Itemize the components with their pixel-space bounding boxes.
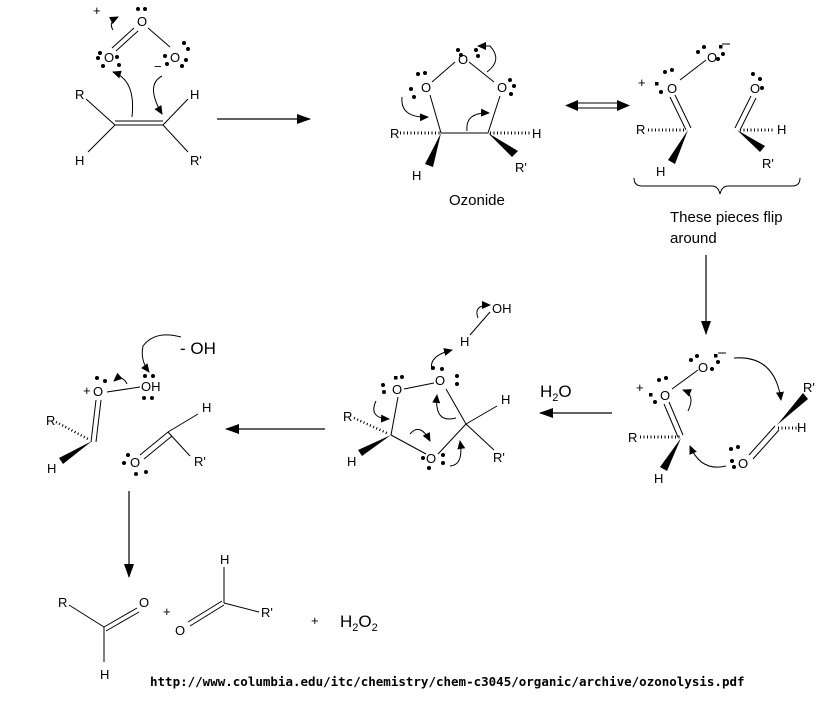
product1-oxygen: O (139, 595, 149, 610)
ozonide-R: R (390, 126, 399, 141)
aldehyde-oxygen: O (738, 456, 748, 471)
adduct-oxygen: O (435, 373, 445, 388)
adduct-H: H (347, 454, 356, 469)
plus-charge: + (93, 3, 101, 18)
curly-arrow (141, 334, 182, 373)
flipped-H: H (797, 420, 806, 435)
carbonyl-oxygen: O (130, 455, 140, 470)
curly-arrow (477, 42, 497, 73)
fragment-H: H (777, 122, 786, 137)
terminal-oxygen: O (707, 50, 717, 65)
grouping-brace (633, 177, 801, 195)
plus-charge: + (638, 75, 646, 90)
oxonium-oxygen: O (93, 384, 103, 399)
terminal-oxygen: O (698, 360, 708, 375)
adduct-H: H (501, 392, 510, 407)
resonance-arrow (565, 100, 630, 111)
curly-arrow (733, 357, 784, 401)
curly-arrow (689, 445, 727, 468)
water-label: H2O (540, 382, 572, 404)
ozone-right-oxygen: O (170, 50, 180, 65)
product2-R-prime: R' (261, 605, 273, 620)
ozonide-label: Ozonide (449, 192, 505, 209)
ozonide-R-prime: R' (515, 160, 527, 175)
curly-arrow (153, 75, 163, 115)
fragment-H: H (656, 164, 665, 179)
adduct-R-prime: R' (493, 450, 505, 465)
plus-sign: + (311, 613, 319, 628)
fragment-R: R (636, 122, 645, 137)
curly-arrow (682, 389, 692, 412)
ozone-central-oxygen: O (137, 14, 147, 29)
alkene-H: H (190, 87, 199, 102)
curly-arrow (112, 70, 134, 118)
curly-arrow (449, 440, 466, 467)
ozonide-H: H (532, 126, 541, 141)
carbonyl-oxide-oxygen: O (660, 388, 670, 403)
ozonide-left-oxygen: O (421, 80, 431, 95)
carbonyl-oxide-oxygen: O (667, 81, 677, 96)
product1-H: H (100, 667, 109, 682)
adduct-R: R (343, 409, 352, 424)
ozonide-water-adduct: OH H O O H R' O R H (343, 301, 512, 470)
ozonide-right-oxygen: O (497, 80, 507, 95)
flipped-fragments: + O O R H R' H O (628, 352, 815, 486)
hydroxyl-OH: OH (141, 379, 161, 394)
alkene-H: H (75, 153, 84, 168)
ozonide-H: H (412, 168, 421, 183)
flipped-R-prime: R' (803, 380, 815, 395)
curly-arrow (109, 16, 119, 31)
ozone-alkene-reactants: + O O − O R H H R' (75, 3, 202, 168)
carbonyl-R-prime: R' (194, 454, 206, 469)
curly-arrow (466, 108, 490, 132)
fragment-H: H (654, 471, 663, 486)
hydroxide-label: - OH (180, 339, 216, 358)
water-H: H (460, 334, 469, 349)
source-url: http://www.columbia.edu/itc/chemistry/ch… (150, 674, 745, 689)
intermediate-H: H (47, 461, 56, 476)
minus-charge: − (154, 59, 162, 74)
curly-arrow (432, 394, 457, 420)
curly-arrow (409, 428, 431, 442)
hydrogen-peroxide-label: H2O2 (340, 612, 378, 634)
fragment-R: R (628, 430, 637, 445)
ozonide-molecule: O O O R H H R' Ozonide (390, 42, 541, 209)
product1-R: R (58, 595, 67, 610)
plus-sign: + (163, 604, 171, 619)
products: R O H + H O R' + H2O2 (58, 552, 378, 682)
alkene-R: R (75, 87, 84, 102)
adduct-oxygen: O (392, 382, 402, 397)
carbonyl-oxide-fragments: + O O R H O H R' These pieces flip aroun… (633, 43, 801, 247)
ozonide-top-oxygen: O (458, 52, 468, 67)
hydroxide-attack-intermediate: - OH + O OH R H O H R' (46, 334, 216, 476)
aldehyde-oxygen: O (750, 81, 760, 96)
alkene-R-prime: R' (190, 153, 202, 168)
intermediate-R: R (46, 413, 55, 428)
plus-charge: + (636, 380, 644, 395)
fragment-R-prime: R' (762, 156, 774, 171)
flip-note-line2: around (670, 230, 717, 247)
curly-arrow (401, 96, 429, 122)
plus-charge: + (83, 383, 91, 398)
water-OH: OH (492, 301, 512, 316)
product2-oxygen: O (175, 623, 185, 638)
curly-arrow (373, 400, 390, 423)
curly-arrow (476, 301, 491, 319)
adduct-bridge-oxygen: O (426, 451, 436, 466)
product2-H: H (220, 552, 229, 567)
ozone-left-oxygen: O (104, 50, 114, 65)
carbonyl-H: H (202, 400, 211, 415)
curly-arrow (113, 372, 128, 385)
flip-note-line1: These pieces flip (670, 209, 783, 226)
